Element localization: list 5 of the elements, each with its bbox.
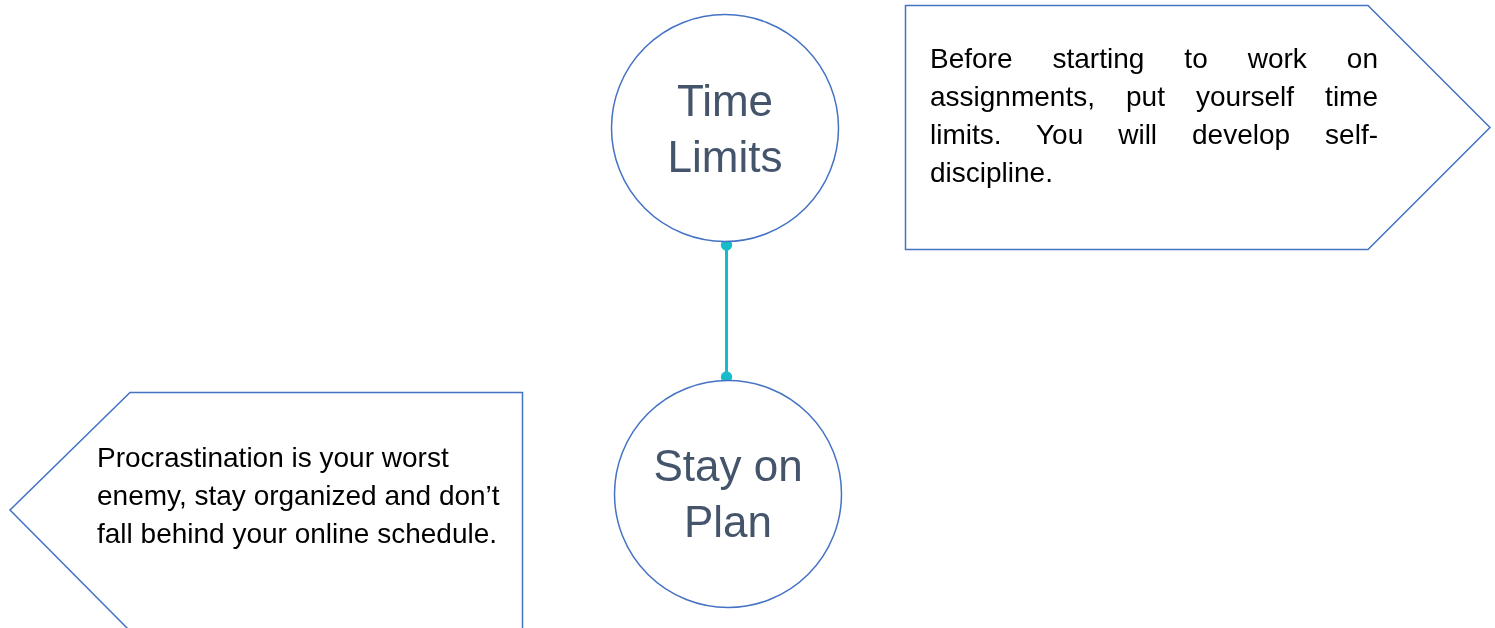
node-text: Before starting to work on assignments, put yourself time limits. You will develop self-discipline.	[930, 42, 1378, 190]
node-text: Stay on Plan	[652, 440, 804, 548]
connector-line	[720, 239, 733, 383]
node-text: Procrastination is your worst enemy, stay organized and don’t fall behind your online schedule.	[97, 441, 501, 551]
node-text: Time Limits	[666, 75, 784, 183]
